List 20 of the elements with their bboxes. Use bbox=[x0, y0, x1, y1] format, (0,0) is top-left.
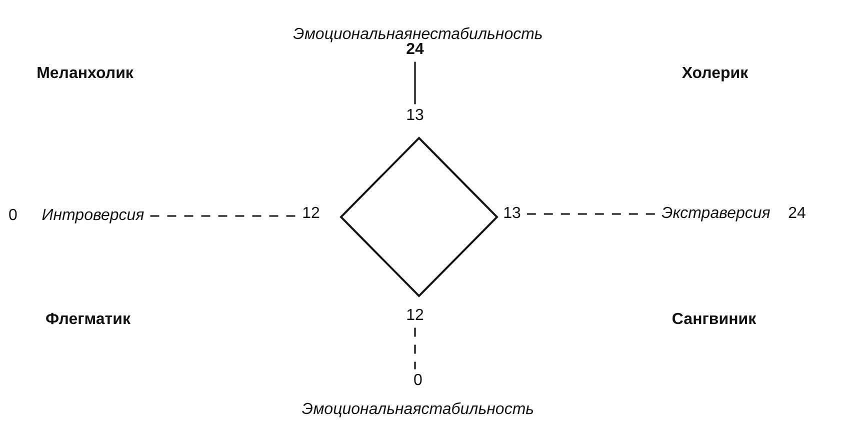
scale-value: 12 bbox=[406, 307, 424, 325]
scale-value: 12 bbox=[302, 205, 320, 223]
type-label: Сангвиник bbox=[672, 311, 756, 329]
scale-value: 0 bbox=[414, 372, 422, 390]
scale-value: 13 bbox=[503, 205, 521, 223]
scale-value: 24 bbox=[406, 41, 424, 59]
dashed-line bbox=[526, 213, 658, 215]
connector-line bbox=[414, 62, 416, 104]
scale-value: 13 bbox=[406, 107, 424, 125]
type-label: Холерик bbox=[682, 65, 748, 83]
axis-pole-label: Экстраверсия bbox=[662, 205, 770, 223]
axis-pole-label: Интроверсия bbox=[42, 207, 144, 225]
type-label: Меланхолик bbox=[36, 65, 134, 83]
scale-value: 24 bbox=[788, 205, 806, 223]
axis-label: Эмоциональнаянестабильность bbox=[293, 26, 543, 44]
diamond-shape bbox=[340, 136, 498, 298]
axis-label: Эмоциональнаястабильность bbox=[302, 401, 534, 419]
type-label: Флегматик bbox=[46, 311, 130, 329]
scale-value: 0 bbox=[8, 207, 18, 225]
dashed-line bbox=[414, 328, 416, 370]
